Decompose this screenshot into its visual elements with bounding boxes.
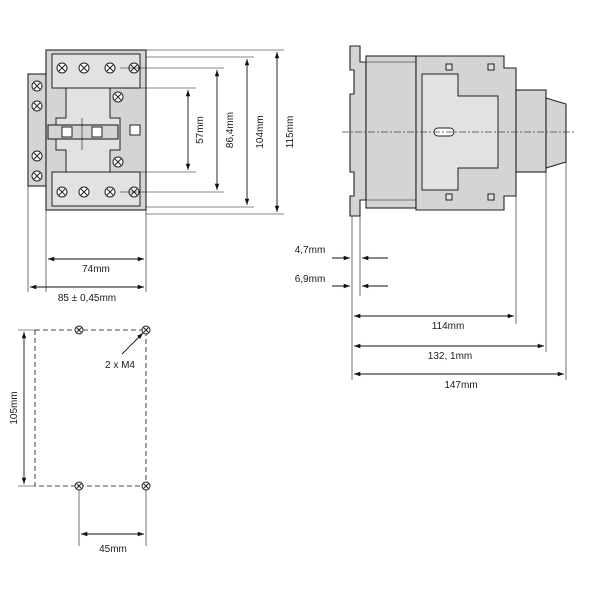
side-dimensions: 4,7mm 6,9mm 114mm 132, 1mm 147mm [295,245,564,391]
dim-104: 104mm [255,115,266,148]
dim-114: 114mm [432,321,465,332]
front-view [27,49,284,292]
side-view [342,45,576,380]
dim-57: 57mm [195,116,206,144]
dim-86-4: 86,4mm [225,112,236,148]
mounting-hole-icon [74,325,151,491]
screw-terminal-icon [31,62,140,198]
dim-105: 105mm [9,391,20,424]
actuator-slot-right [91,126,103,138]
front-dimensions: 57mm 86,4mm 104mm 115mm 74mm 85 ± 0,45mm [29,52,296,304]
dim-6-9: 6,9mm [295,274,326,285]
dim-4-7: 4,7mm [295,245,326,256]
dim-115: 115mm [285,116,296,149]
side-front-cap [545,97,567,169]
dim-132-1: 132, 1mm [428,351,472,362]
dim-74: 74mm [82,264,110,275]
front-top-cover [51,53,141,89]
side-front-plate [515,89,547,173]
actuator-slot-left [61,126,73,138]
actuator-bar [47,124,119,140]
mounting-pattern: 2 x M4 105mm 45mm [9,325,151,555]
dim-85: 85 ± 0,45mm [58,293,116,304]
dim-45: 45mm [99,544,127,555]
dim-147: 147mm [444,380,477,391]
front-bottom-cover [51,171,141,207]
mount-screws-label: 2 x M4 [105,360,135,371]
mounting-outline [34,329,147,487]
actuator-label [129,124,141,136]
rail-clip [349,45,367,217]
